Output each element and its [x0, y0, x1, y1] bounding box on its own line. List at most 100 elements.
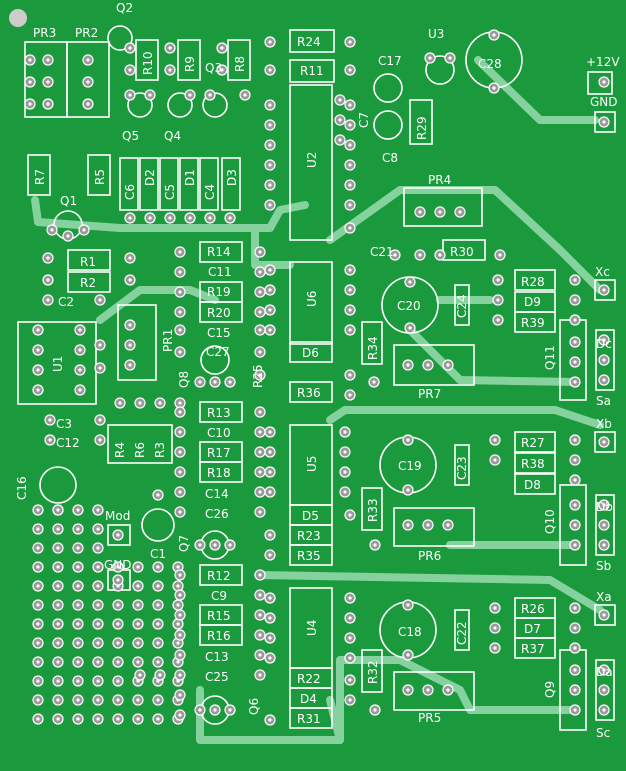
label-c12: C12 — [56, 436, 80, 450]
drill-hole — [418, 210, 422, 214]
drill-hole — [178, 490, 182, 494]
drill-hole — [178, 470, 182, 474]
label-c8: C8 — [382, 151, 398, 165]
drill-hole — [78, 368, 82, 372]
label-c5: C5 — [163, 184, 177, 200]
drill-hole — [426, 523, 430, 527]
drill-hole — [268, 596, 272, 600]
drill-hole — [178, 713, 182, 717]
label-u3: U3 — [428, 27, 444, 41]
drill-hole — [496, 318, 500, 322]
drill-hole — [602, 80, 606, 84]
drill-hole — [348, 203, 352, 207]
label-xa: Xa — [596, 590, 612, 604]
drill-hole — [228, 543, 232, 547]
drill-hole — [98, 418, 102, 422]
label-q9: Q9 — [543, 681, 557, 698]
drill-hole — [428, 56, 432, 60]
drill-hole — [220, 46, 224, 50]
drill-hole — [116, 622, 120, 626]
drill-hole — [258, 510, 262, 514]
label-c14: C14 — [205, 487, 229, 501]
drill-hole — [406, 688, 410, 692]
drill-hole — [178, 270, 182, 274]
drill-hole — [128, 93, 132, 97]
label-r26: R26 — [521, 602, 545, 616]
drill-hole — [178, 450, 182, 454]
label-r34: R34 — [366, 336, 380, 360]
drill-hole — [496, 298, 500, 302]
drill-hole — [343, 490, 347, 494]
drill-hole — [116, 717, 120, 721]
drill-hole — [268, 203, 272, 207]
drill-hole — [492, 33, 496, 37]
drill-hole — [348, 698, 352, 702]
label-c23: C23 — [455, 456, 469, 480]
drill-hole — [573, 298, 577, 302]
drill-hole — [76, 622, 80, 626]
drill-hole — [28, 58, 32, 62]
label-mod: Mod — [105, 509, 130, 523]
drill-hole — [46, 298, 50, 302]
label-dc: Dc — [596, 337, 612, 351]
drill-hole — [178, 673, 182, 677]
label-pr6: PR6 — [418, 549, 441, 563]
drill-hole — [36, 328, 40, 332]
drill-hole — [602, 440, 606, 444]
label-c11: C11 — [208, 265, 232, 279]
drill-hole — [82, 228, 86, 232]
label-c27: C27 — [206, 345, 230, 359]
label-r19: R19 — [207, 285, 231, 299]
drill-hole — [348, 656, 352, 660]
drill-hole — [268, 183, 272, 187]
drill-hole — [228, 708, 232, 712]
drill-hole — [116, 679, 120, 683]
drill-hole — [56, 584, 60, 588]
drill-hole — [50, 228, 54, 232]
label-u5: U5 — [305, 456, 319, 472]
label-c10: C10 — [207, 426, 231, 440]
drill-hole — [573, 708, 577, 712]
label-d7: D7 — [524, 622, 541, 636]
drill-hole — [268, 470, 272, 474]
label-q11: Q11 — [543, 345, 557, 370]
label-r33: R33 — [366, 498, 380, 522]
drill-hole — [98, 366, 102, 370]
drill-hole — [198, 543, 202, 547]
drill-hole — [258, 250, 262, 254]
label-r25: R25 — [251, 364, 265, 388]
drill-hole — [76, 508, 80, 512]
drill-hole — [406, 488, 410, 492]
drill-hole — [602, 338, 606, 342]
drill-hole — [406, 438, 410, 442]
drill-hole — [46, 256, 50, 260]
label-da: Da — [596, 665, 613, 679]
drill-hole — [136, 622, 140, 626]
label-q5: Q5 — [122, 129, 139, 143]
drill-hole — [66, 234, 70, 238]
label-r23: R23 — [297, 529, 321, 543]
drill-hole — [36, 679, 40, 683]
label-q6: Q6 — [247, 698, 261, 715]
drill-hole — [448, 56, 452, 60]
drill-hole — [258, 450, 262, 454]
drill-hole — [438, 253, 442, 257]
label-r9: R9 — [183, 56, 197, 72]
label-q10: Q10 — [543, 509, 557, 534]
drill-hole — [86, 102, 90, 106]
drill-hole — [348, 123, 352, 127]
label-r11: R11 — [300, 64, 324, 78]
drill-hole — [208, 93, 212, 97]
drill-hole — [393, 253, 397, 257]
drill-hole — [348, 328, 352, 332]
drill-hole — [96, 698, 100, 702]
drill-hole — [258, 410, 262, 414]
label-r12: R12 — [207, 569, 231, 583]
drill-hole — [96, 546, 100, 550]
label-c13: C13 — [205, 650, 229, 664]
label-r31: R31 — [297, 712, 321, 726]
drill-hole — [348, 163, 352, 167]
drill-hole — [602, 613, 606, 617]
label-r39: R39 — [521, 316, 545, 330]
drill-hole — [573, 626, 577, 630]
